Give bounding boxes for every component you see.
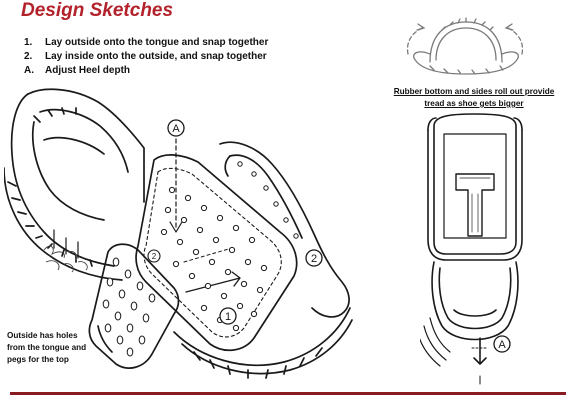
caption-line: tread as shoe gets bigger xyxy=(424,99,524,108)
sole-cross-section-sketch xyxy=(400,14,530,80)
outside-holes-caption: Outside has holes from the tongue and pe… xyxy=(7,330,117,366)
artist-signature-scribble xyxy=(43,245,88,273)
callout-a-label: A xyxy=(172,123,180,135)
instruction-step: 2. Lay inside onto the outside, and snap… xyxy=(24,50,268,64)
footer-rule xyxy=(10,392,566,395)
callout-a-heel-label: A xyxy=(498,339,506,351)
callout-a-heel-marker: A xyxy=(493,335,511,353)
shoe-top-view-sketch: A xyxy=(420,112,532,388)
callout-two-label: 2 xyxy=(311,253,317,265)
callout-one-label: 1 xyxy=(225,311,231,323)
callout-two-small-label: 2 xyxy=(152,252,157,261)
step-number: 2. xyxy=(24,51,33,62)
callout-a-marker: A xyxy=(167,119,185,137)
callout-two-small-marker: 2 xyxy=(147,249,161,263)
exploded-shoe-sketch: A 1 2 2 xyxy=(4,82,364,390)
caption-line: from the tongue and xyxy=(7,343,87,352)
rubber-bottom-caption: Rubber bottom and sides roll out provide… xyxy=(378,86,570,110)
step-number: 1. xyxy=(24,37,33,48)
caption-line: Rubber bottom and sides roll out provide xyxy=(393,87,555,96)
page-title: Design Sketches xyxy=(21,0,174,21)
caption-line: Outside has holes xyxy=(7,331,78,340)
step-text: Lay outside onto the tongue and snap tog… xyxy=(45,37,269,48)
callout-one-marker: 1 xyxy=(219,307,237,325)
instruction-list: 1. Lay outside onto the tongue and snap … xyxy=(24,36,268,78)
step-number: A. xyxy=(24,65,34,76)
callout-two-marker: 2 xyxy=(305,249,323,267)
step-text: Lay inside onto the outside, and snap to… xyxy=(45,51,267,62)
instruction-step: 1. Lay outside onto the tongue and snap … xyxy=(24,36,268,50)
caption-line: pegs for the top xyxy=(7,355,69,364)
instruction-step: A. Adjust Heel depth xyxy=(24,64,268,78)
step-text: Adjust Heel depth xyxy=(45,65,131,76)
